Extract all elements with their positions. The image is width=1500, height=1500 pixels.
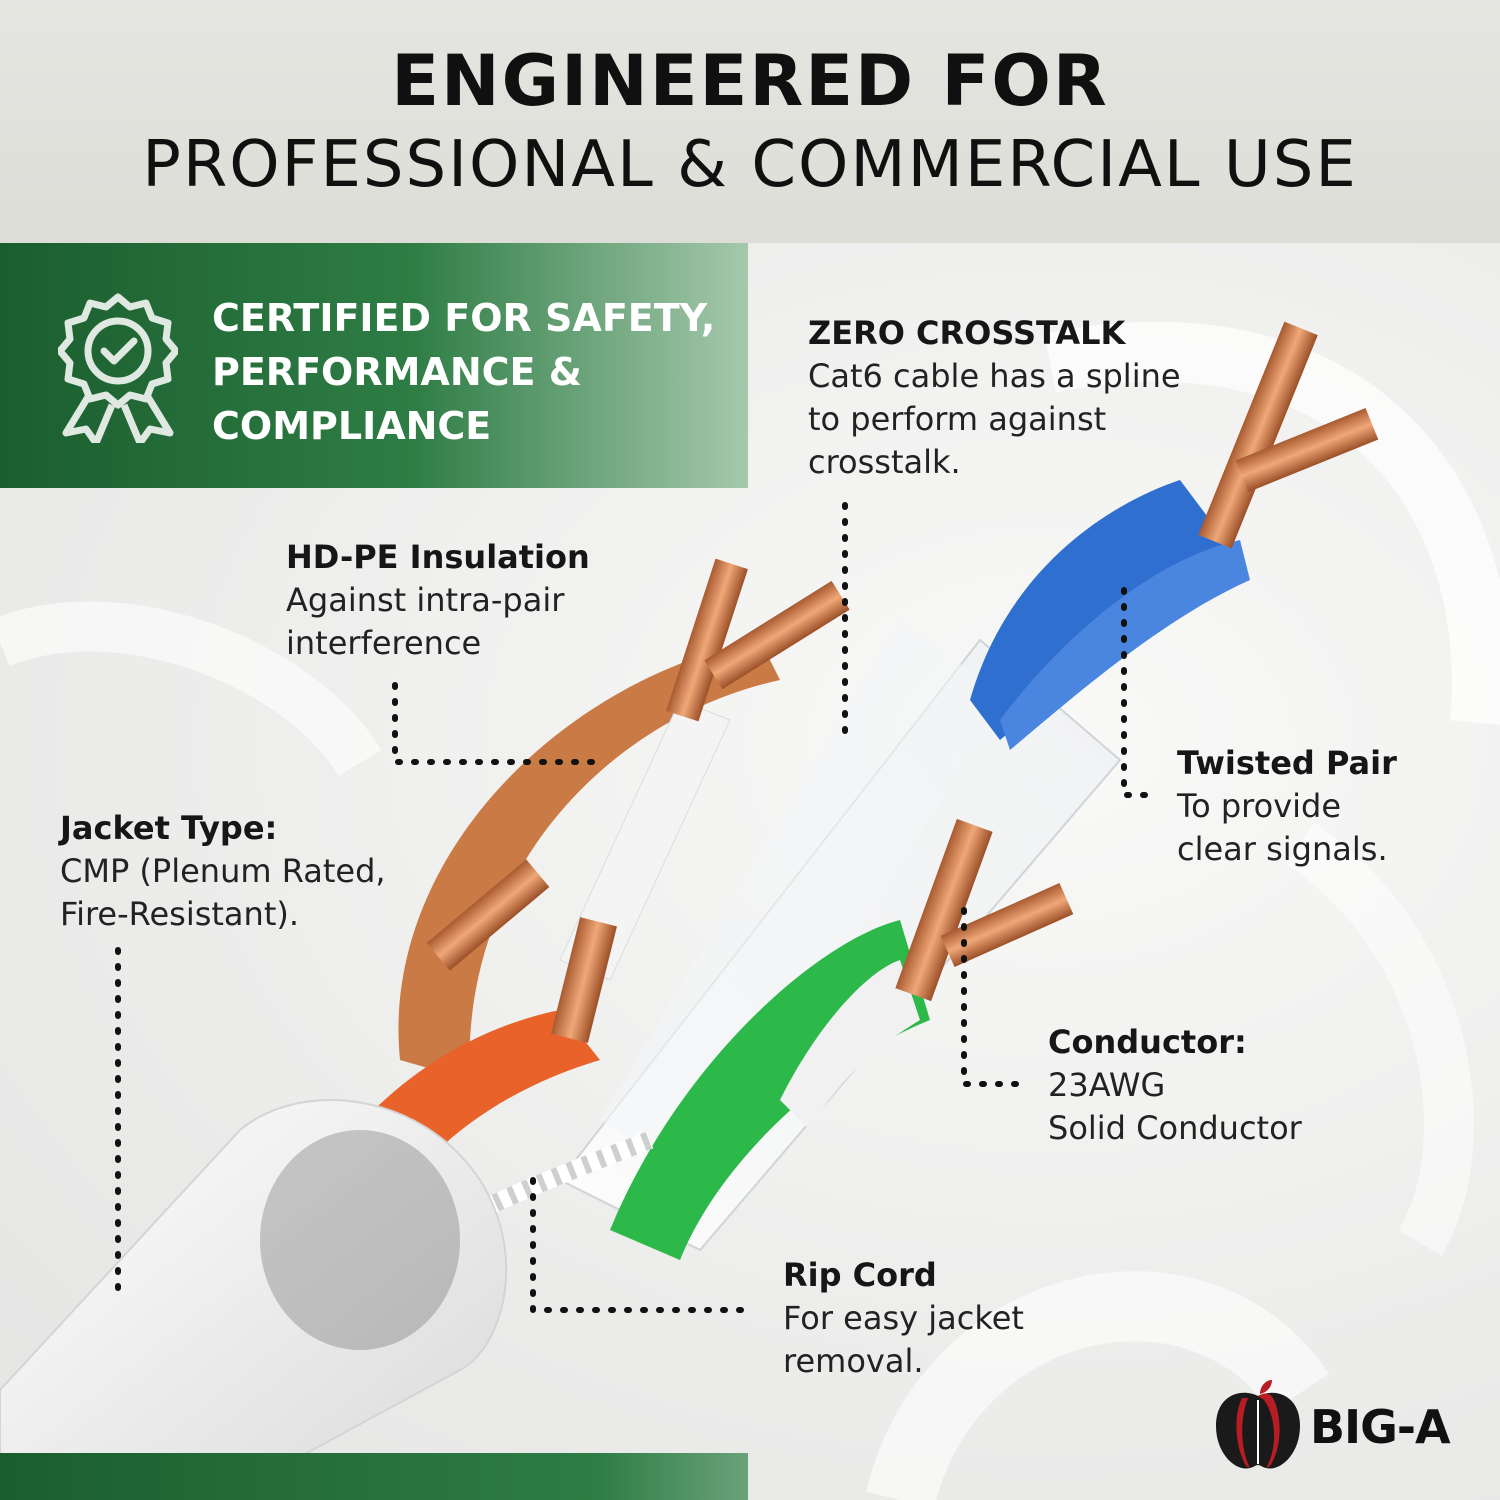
callout-title: Twisted Pair xyxy=(1177,744,1397,782)
callout-text: interference xyxy=(286,624,482,662)
callout-text: CMP (Plenum Rated, xyxy=(60,852,386,890)
callout-twisted-pair: Twisted Pair To provide clear signals. xyxy=(1177,742,1397,871)
brand-name: BIG-A xyxy=(1310,1400,1451,1454)
orange-pair-jacket xyxy=(398,640,780,1080)
callout-text: To provide xyxy=(1177,787,1342,825)
blue-wire xyxy=(970,480,1240,740)
apple-logo-icon xyxy=(1216,1380,1300,1469)
copper-conductor xyxy=(940,883,1074,967)
callout-zero-crosstalk: ZERO CROSSTALK Cat6 cable has a spline t… xyxy=(808,312,1181,484)
callout-text: removal. xyxy=(783,1342,924,1380)
copper-conductor xyxy=(551,917,617,1043)
cable-jacket xyxy=(0,1099,508,1500)
certification-line: COMPLIANCE xyxy=(212,404,492,448)
leader-lines xyxy=(115,502,1153,1313)
certification-line: PERFORMANCE & xyxy=(212,350,582,394)
callout-title: Rip Cord xyxy=(783,1256,937,1294)
callout-hdpe-insulation: HD-PE Insulation Against intra-pair inte… xyxy=(286,536,590,665)
callout-text: For easy jacket xyxy=(783,1299,1024,1337)
jacket-opening xyxy=(260,1130,460,1350)
blue-white-wire xyxy=(1000,540,1250,750)
callout-title: ZERO CROSSTALK xyxy=(808,314,1126,352)
bottom-green-bar xyxy=(0,1453,748,1500)
callout-text: Fire-Resistant). xyxy=(60,895,300,933)
copper-conductor xyxy=(1198,321,1318,549)
header-band: ENGINEERED FOR PROFESSIONAL & COMMERCIAL… xyxy=(0,0,1500,243)
callout-title: Jacket Type: xyxy=(60,809,278,847)
callout-text: to perform against xyxy=(808,400,1107,438)
copper-conductor xyxy=(704,580,850,690)
copper-conductor xyxy=(1235,408,1379,492)
certification-banner: CERTIFIED FOR SAFETY, PERFORMANCE & COMP… xyxy=(0,243,748,488)
background-swirl-pattern xyxy=(0,321,1500,1500)
rip-cord-twist xyxy=(324,1131,654,1308)
callout-text: Solid Conductor xyxy=(1048,1109,1302,1147)
callout-text: Cat6 cable has a spline xyxy=(808,357,1181,395)
copper-conductor xyxy=(895,818,993,1002)
callout-text: clear signals. xyxy=(1177,830,1388,868)
callout-text: Against intra-pair xyxy=(286,581,565,619)
callout-text: crosstalk. xyxy=(808,443,961,481)
callout-title: Conductor: xyxy=(1048,1023,1247,1061)
callout-jacket-type: Jacket Type: CMP (Plenum Rated, Fire-Res… xyxy=(60,807,386,936)
copper-conductor xyxy=(426,859,550,971)
brand-logo: BIG-A xyxy=(1212,1378,1462,1478)
certification-text: CERTIFIED FOR SAFETY, PERFORMANCE & COMP… xyxy=(212,291,732,453)
green-white-wire xyxy=(780,960,920,1130)
award-ribbon-check-icon xyxy=(58,293,178,443)
copper-conductor xyxy=(666,558,748,722)
callout-conductor: Conductor: 23AWG Solid Conductor xyxy=(1048,1021,1302,1150)
certification-line: CERTIFIED FOR SAFETY, xyxy=(212,296,716,340)
callout-text: 23AWG xyxy=(1048,1066,1166,1104)
callout-rip-cord: Rip Cord For easy jacket removal. xyxy=(783,1254,1024,1383)
headline-line-2: PROFESSIONAL & COMMERCIAL USE xyxy=(142,128,1358,202)
callout-title: HD-PE Insulation xyxy=(286,538,590,576)
headline-line-1: ENGINEERED FOR xyxy=(391,40,1109,122)
